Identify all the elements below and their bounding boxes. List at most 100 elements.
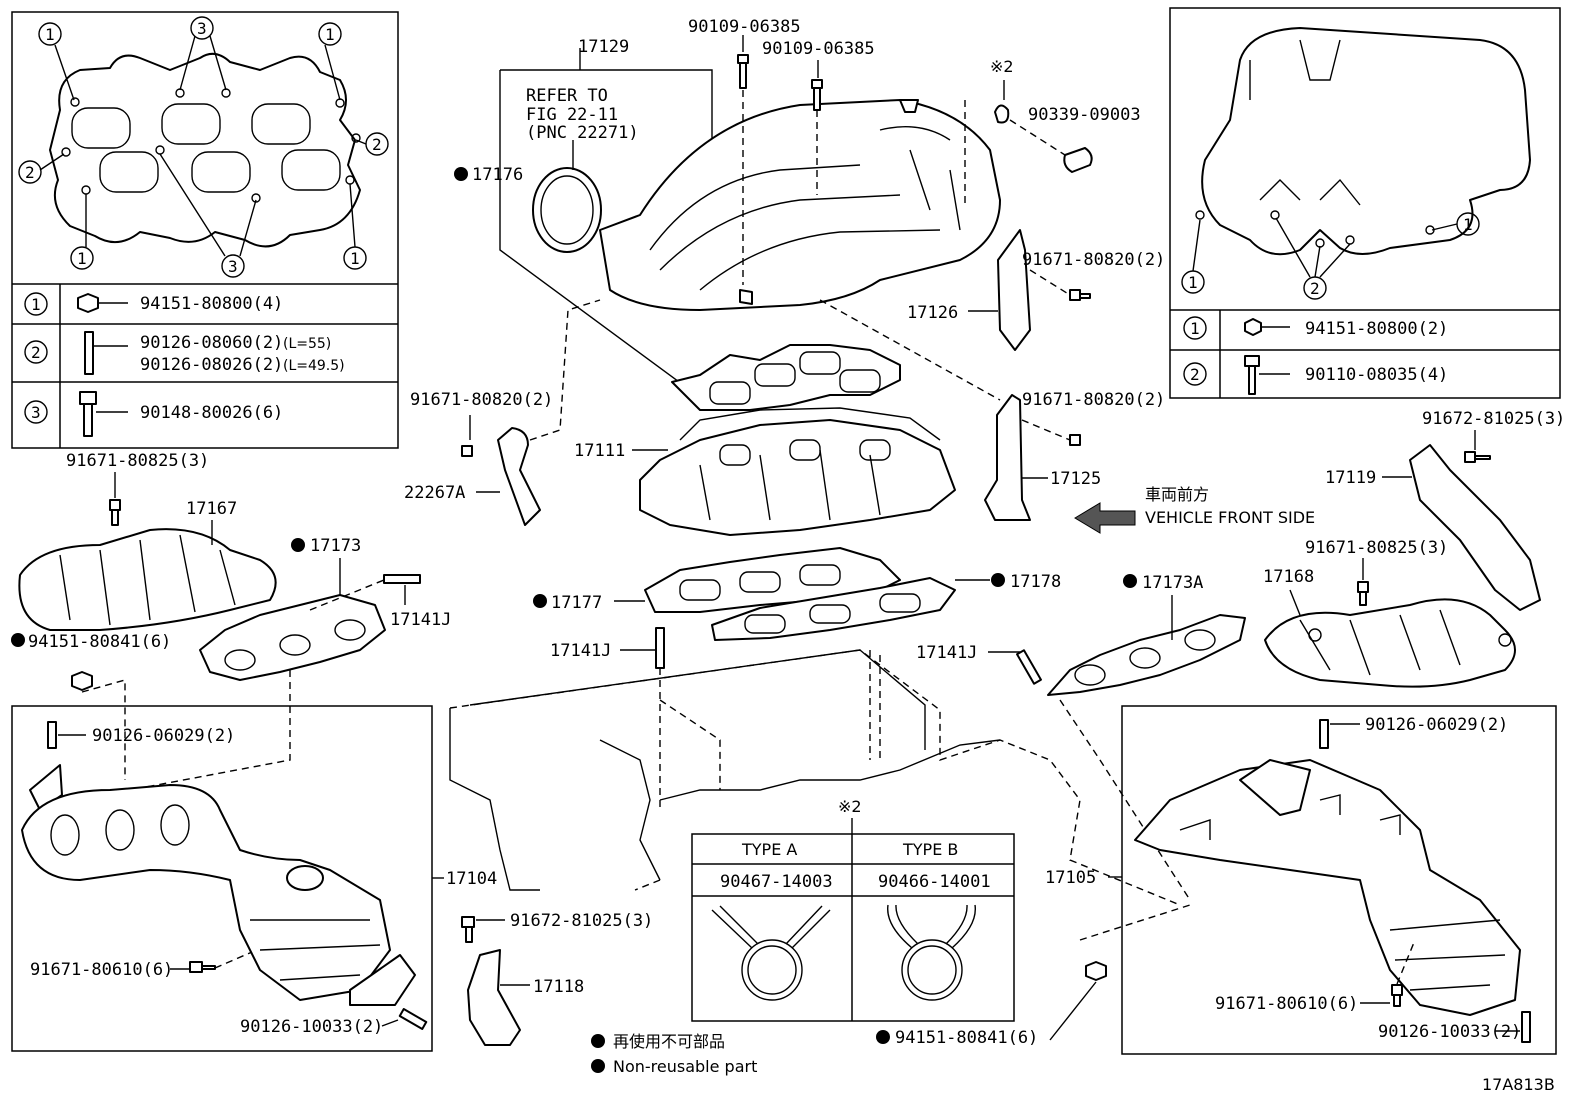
svg-text:90126-10033(2): 90126-10033(2): [1378, 1022, 1521, 1042]
svg-text:91671-80820(2): 91671-80820(2): [1022, 390, 1165, 410]
svg-text:17177: 17177: [551, 593, 602, 613]
svg-text:※2: ※2: [838, 797, 862, 816]
stud-icon: [84, 331, 94, 375]
bracket-17125: 91671-80820(2) 17125: [819, 299, 1165, 521]
clamp-type-a-icon: [711, 905, 831, 1001]
svg-text:1: 1: [325, 25, 335, 44]
svg-text:17126: 17126: [907, 303, 958, 323]
svg-text:1: 1: [31, 295, 41, 314]
inset-manifold-rear: 1 1 2 1 2 94151-80800(2) 90110-08035(4): [1169, 7, 1561, 399]
vehicle-front-indicator: 車両前方 VEHICLE FRONT SIDE: [1074, 485, 1315, 534]
nonreusable-dot: [591, 1059, 605, 1073]
inset-intake-gasket: 1 1 3 2 2 1 3 1 1 2 3 94151-80800(4) 901…: [11, 11, 399, 449]
svg-text:TYPE B: TYPE B: [902, 840, 958, 859]
svg-text:91671-80610(6): 91671-80610(6): [1215, 994, 1358, 1014]
svg-text:車両前方: 車両前方: [1145, 485, 1209, 504]
svg-text:91672-81025(3): 91672-81025(3): [510, 911, 653, 931]
svg-text:90467-14003: 90467-14003: [720, 872, 833, 892]
svg-text:※2: ※2: [990, 57, 1014, 76]
callout-2a: 2: [18, 160, 42, 184]
clamp-type-b-icon: [887, 904, 976, 1001]
svg-text:1: 1: [1463, 215, 1473, 234]
clamp-type-table: ※2 TYPE A TYPE B 90467-14003 90466-14001: [691, 797, 1015, 1022]
svg-text:(L=55): (L=55): [283, 336, 331, 352]
nonreusable-dot: [533, 594, 547, 608]
svg-text:17173A: 17173A: [1142, 573, 1203, 593]
svg-text:90126-10033(2): 90126-10033(2): [240, 1017, 383, 1037]
svg-text:17141J: 17141J: [550, 641, 611, 661]
nonreusable-dot: [991, 573, 1005, 587]
gasket-17178: 17178: [711, 572, 1061, 641]
nonreusable-dot: [591, 1034, 605, 1048]
nonreusable-dot: [291, 538, 305, 552]
svg-text:90110-08035(4): 90110-08035(4): [1305, 365, 1448, 385]
svg-text:17168: 17168: [1263, 567, 1314, 587]
nonreusable-dot: [876, 1030, 890, 1044]
svg-text:90126-08060(2): 90126-08060(2): [140, 333, 283, 353]
bolt-icon: [79, 391, 97, 437]
svg-text:17176: 17176: [472, 165, 523, 185]
svg-text:17178: 17178: [1010, 572, 1061, 592]
label-17176: 17176: [454, 165, 523, 185]
svg-text:17105: 17105: [1045, 868, 1096, 888]
svg-text:3: 3: [197, 19, 207, 38]
callout-3b: 3: [221, 254, 245, 278]
nonreusable-legend: 再使用不可部品 Non-reusable part: [591, 1032, 757, 1076]
callout-1f: 1: [1181, 270, 1205, 294]
svg-text:2: 2: [25, 163, 35, 182]
callout-1c: 1: [70, 246, 94, 270]
svg-text:17173: 17173: [310, 536, 361, 556]
svg-text:17141J: 17141J: [390, 610, 451, 630]
bolt-icon: [1244, 355, 1260, 395]
svg-text:1: 1: [1188, 273, 1198, 292]
svg-text:17125: 17125: [1050, 469, 1101, 489]
svg-text:90109-06385: 90109-06385: [688, 17, 801, 37]
svg-text:90339-09003: 90339-09003: [1028, 105, 1141, 125]
svg-text:94151-80841(6): 94151-80841(6): [895, 1028, 1038, 1048]
bracket-22267A: 91671-80820(2) 22267A: [404, 299, 601, 526]
callout-1b: 1: [318, 22, 342, 46]
nut-icon: [77, 293, 99, 313]
svg-text:17111: 17111: [574, 441, 625, 461]
svg-text:90466-14001: 90466-14001: [878, 872, 991, 892]
svg-text:17119: 17119: [1325, 468, 1376, 488]
svg-text:17118: 17118: [533, 977, 584, 997]
svg-text:22267A: 22267A: [404, 483, 465, 503]
callout-1d: 1: [343, 246, 367, 270]
svg-text:1: 1: [350, 249, 360, 268]
svg-text:1: 1: [45, 25, 55, 44]
svg-text:2: 2: [1190, 365, 1200, 384]
svg-text:REFER TO: REFER TO: [526, 86, 608, 106]
figure-id: 17A813B: [1482, 1075, 1555, 1094]
svg-text:FIG 22-11: FIG 22-11: [526, 105, 618, 125]
refer-box: REFER TO FIG 22-11 (PNC 22271) 17129: [499, 37, 713, 391]
svg-text:TYPE A: TYPE A: [741, 840, 797, 859]
svg-text:17141J: 17141J: [916, 643, 977, 663]
legend-table-left: 1 2 3 94151-80800(4) 90126-08060(2) (L=5…: [12, 283, 398, 448]
svg-text:91671-80825(3): 91671-80825(3): [66, 451, 209, 471]
svg-text:91671-80820(2): 91671-80820(2): [1022, 250, 1165, 270]
svg-text:91671-80610(6): 91671-80610(6): [30, 960, 173, 980]
stud-17141J-center: 17141J: [550, 627, 721, 810]
front-arrow-icon: [1074, 502, 1136, 534]
engine-block: [449, 649, 1181, 906]
svg-text:94151-80800(2): 94151-80800(2): [1305, 319, 1448, 339]
svg-text:(L=49.5): (L=49.5): [283, 358, 345, 374]
svg-text:2: 2: [31, 343, 41, 362]
nut-icon: [1244, 318, 1262, 336]
svg-text:94151-80800(4): 94151-80800(4): [140, 294, 283, 314]
bracket-17126: 91671-80820(2) 17126: [907, 229, 1165, 351]
inset-exhaust-17104: 90126-06029(2) 17104 91671-80610(6) 9012…: [11, 705, 497, 1052]
svg-text:1: 1: [77, 249, 87, 268]
svg-text:90148-80026(6): 90148-80026(6): [140, 403, 283, 423]
svg-text:17104: 17104: [446, 869, 497, 889]
heat-shield-17168: 91671-80825(3) 17168: [1263, 538, 1516, 688]
callout-2c: 2: [1303, 276, 1327, 300]
svg-text:17129: 17129: [578, 37, 629, 57]
svg-text:3: 3: [31, 403, 41, 422]
svg-text:90126-08026(2): 90126-08026(2): [140, 355, 283, 375]
heat-shield-17167: 91671-80825(3) 17167 94151-80841(6): [11, 451, 277, 780]
exhaust-gasket-17173: 17173 17141J: [129, 536, 451, 791]
nonreusable-dot: [11, 633, 25, 647]
svg-text:Non-reusable part: Non-reusable part: [613, 1057, 757, 1076]
